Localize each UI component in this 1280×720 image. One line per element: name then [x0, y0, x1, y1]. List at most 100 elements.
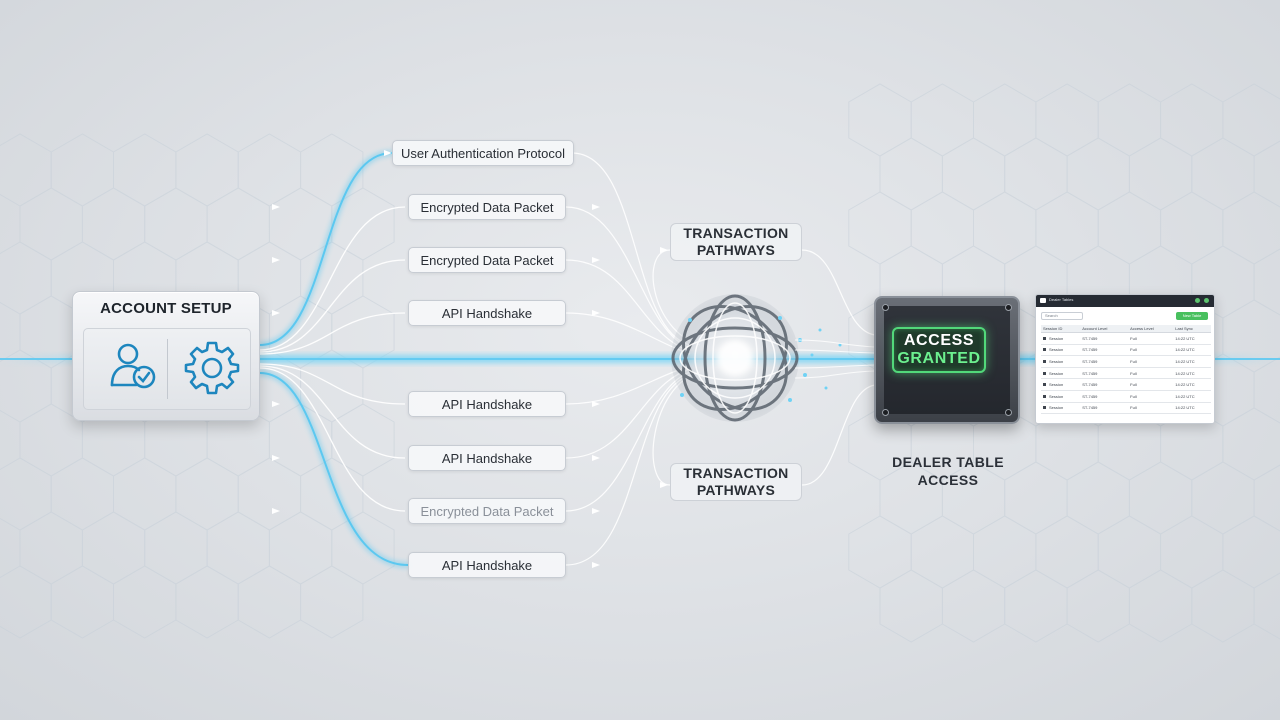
- hexagon: [1191, 569, 1255, 643]
- table-cell: ST-7459: [1080, 402, 1129, 415]
- hexagon: [19, 511, 83, 585]
- hexagon: [144, 187, 208, 261]
- row-icon: [1043, 394, 1046, 398]
- cell-text: Session: [1049, 370, 1064, 376]
- table-cell: 14:22 UTC: [1173, 355, 1211, 368]
- new-table-button[interactable]: New Table: [1176, 312, 1208, 320]
- cell-text: Session: [1049, 335, 1064, 341]
- dealer-table-titlebar: Dealer Tables: [1036, 295, 1214, 307]
- table-cell: Full: [1128, 344, 1174, 357]
- column-header[interactable]: Session ID: [1041, 325, 1081, 333]
- table-cell: Full: [1128, 378, 1174, 391]
- window-control-icon[interactable]: [1204, 298, 1209, 303]
- hexagon: [941, 137, 1006, 211]
- hexagon: [81, 511, 146, 585]
- cell-text: ST-7459: [1082, 393, 1098, 399]
- hexagon: [206, 187, 270, 261]
- hexagon: [910, 83, 974, 157]
- screw: [882, 409, 889, 416]
- cell-text: Full: [1130, 370, 1137, 376]
- table-cell: Session: [1041, 367, 1081, 380]
- cell-text: 14:22 UTC: [1175, 370, 1195, 376]
- gear-icon: [184, 341, 240, 395]
- account-setup-icons: [83, 328, 251, 410]
- cell-text: ST-7459: [1082, 358, 1098, 364]
- table-row[interactable]: Session ST-7459 Full 14:22 UTC: [1041, 390, 1211, 403]
- table-cell: Full: [1128, 355, 1174, 368]
- hexagon: [0, 241, 52, 315]
- hexagon: [1222, 191, 1280, 265]
- hexagon: [848, 191, 912, 265]
- packet-api-handshake-2: API Handshake: [408, 391, 566, 417]
- hexagon: [268, 403, 333, 477]
- transaction-pathways-bottom-text: TRANSACTION PATHWAYS: [683, 465, 789, 498]
- column-header[interactable]: Access Level: [1128, 325, 1174, 333]
- packet-api-handshake-4: API Handshake: [408, 552, 566, 578]
- hexagon: [331, 187, 395, 261]
- hexagon: [300, 565, 364, 639]
- table-cell: Full: [1128, 332, 1174, 345]
- table-cell: 14:22 UTC: [1173, 378, 1211, 391]
- hexagon: [1066, 569, 1130, 643]
- table-cell: 14:22 UTC: [1173, 367, 1211, 380]
- hexagon: [848, 515, 912, 589]
- dealer-table-grid: Session ID Account Level Access Level La…: [1041, 325, 1211, 415]
- hexagon: [1128, 461, 1193, 535]
- access-granted-panel: ACCESS GRANTED: [874, 296, 1020, 424]
- packet-user-authentication: User Authentication Protocol: [392, 140, 574, 166]
- hexagon: [1222, 83, 1280, 157]
- row-icon: [1043, 406, 1046, 410]
- dealer-table-search-input[interactable]: Search: [1041, 312, 1083, 320]
- table-cell: 14:22 UTC: [1173, 390, 1211, 403]
- row-icon: [1043, 371, 1046, 375]
- hexagon: [81, 187, 146, 261]
- table-cell: Session: [1041, 390, 1081, 403]
- table-cell: Full: [1128, 367, 1174, 380]
- cell-text: ST-7459: [1082, 335, 1098, 341]
- hexagon: [1004, 137, 1068, 211]
- cell-text: Session: [1049, 393, 1064, 399]
- row-icon: [1043, 359, 1046, 363]
- table-cell: ST-7459: [1080, 390, 1129, 403]
- account-divider: [167, 339, 168, 399]
- hexagon: [175, 133, 239, 207]
- dealer-table-window: Dealer Tables Search New Table Session I…: [1035, 294, 1215, 424]
- hexagon: [1191, 137, 1255, 211]
- hexagon: [1160, 83, 1224, 157]
- window-control-icon[interactable]: [1195, 298, 1200, 303]
- column-header[interactable]: Last Sync: [1173, 325, 1211, 333]
- packet-encrypted-1: Encrypted Data Packet: [408, 194, 566, 220]
- hexagon: [331, 511, 395, 585]
- hexagon: [1222, 515, 1280, 589]
- cell-text: Session: [1049, 347, 1064, 353]
- transaction-pathways-top: TRANSACTION PATHWAYS: [670, 223, 802, 261]
- granted-text: GRANTED: [897, 350, 981, 367]
- cell-text: Session: [1049, 382, 1064, 388]
- table-cell: ST-7459: [1080, 378, 1129, 391]
- packet-encrypted-2: Encrypted Data Packet: [408, 247, 566, 273]
- app-icon: [1040, 298, 1046, 303]
- network-sphere-icon: [671, 294, 842, 422]
- packet-encrypted-3: Encrypted Data Packet: [408, 498, 566, 524]
- table-cell: Full: [1128, 390, 1174, 403]
- hexagon: [1066, 137, 1130, 211]
- hexagon: [1222, 407, 1280, 481]
- hexagon: [206, 511, 270, 585]
- hexagon: [237, 457, 302, 531]
- cell-text: Session: [1049, 405, 1064, 411]
- hexagon: [237, 133, 302, 207]
- cell-text: Full: [1130, 393, 1137, 399]
- packet-api-handshake-1: API Handshake: [408, 300, 566, 326]
- packet-api-handshake-3: API Handshake: [408, 445, 566, 471]
- hexagon: [50, 565, 114, 639]
- column-header[interactable]: Account Level: [1080, 325, 1129, 333]
- hexagon: [1004, 569, 1068, 643]
- table-cell: Session: [1041, 332, 1081, 345]
- hexagon: [1128, 137, 1193, 211]
